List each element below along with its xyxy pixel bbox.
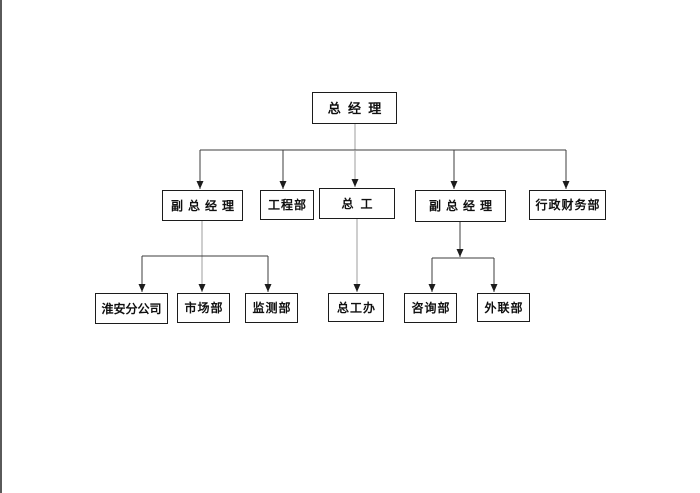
org-node-external-dept: 外联部: [477, 293, 530, 322]
org-node-huaian-branch: 淮安分公司: [95, 293, 168, 324]
org-node-admin-finance-dept: 行政财务部: [529, 190, 606, 220]
org-node-engineering-dept: 工程部: [260, 190, 314, 220]
org-node-deputy-gm-right: 副 总 经 理: [415, 190, 506, 222]
org-node-chief-engineer-office: 总工办: [328, 293, 384, 322]
org-node-chief-engineer: 总 工: [319, 188, 395, 219]
org-node-monitoring-dept: 监测部: [245, 293, 298, 323]
org-node-marketing-dept: 市场部: [177, 293, 230, 323]
page-left-border: [0, 0, 2, 493]
org-node-deputy-gm-left: 副 总 经 理: [162, 190, 243, 221]
org-node-consulting-dept: 咨询部: [404, 293, 457, 323]
org-node-general-manager: 总 经 理: [312, 92, 397, 124]
